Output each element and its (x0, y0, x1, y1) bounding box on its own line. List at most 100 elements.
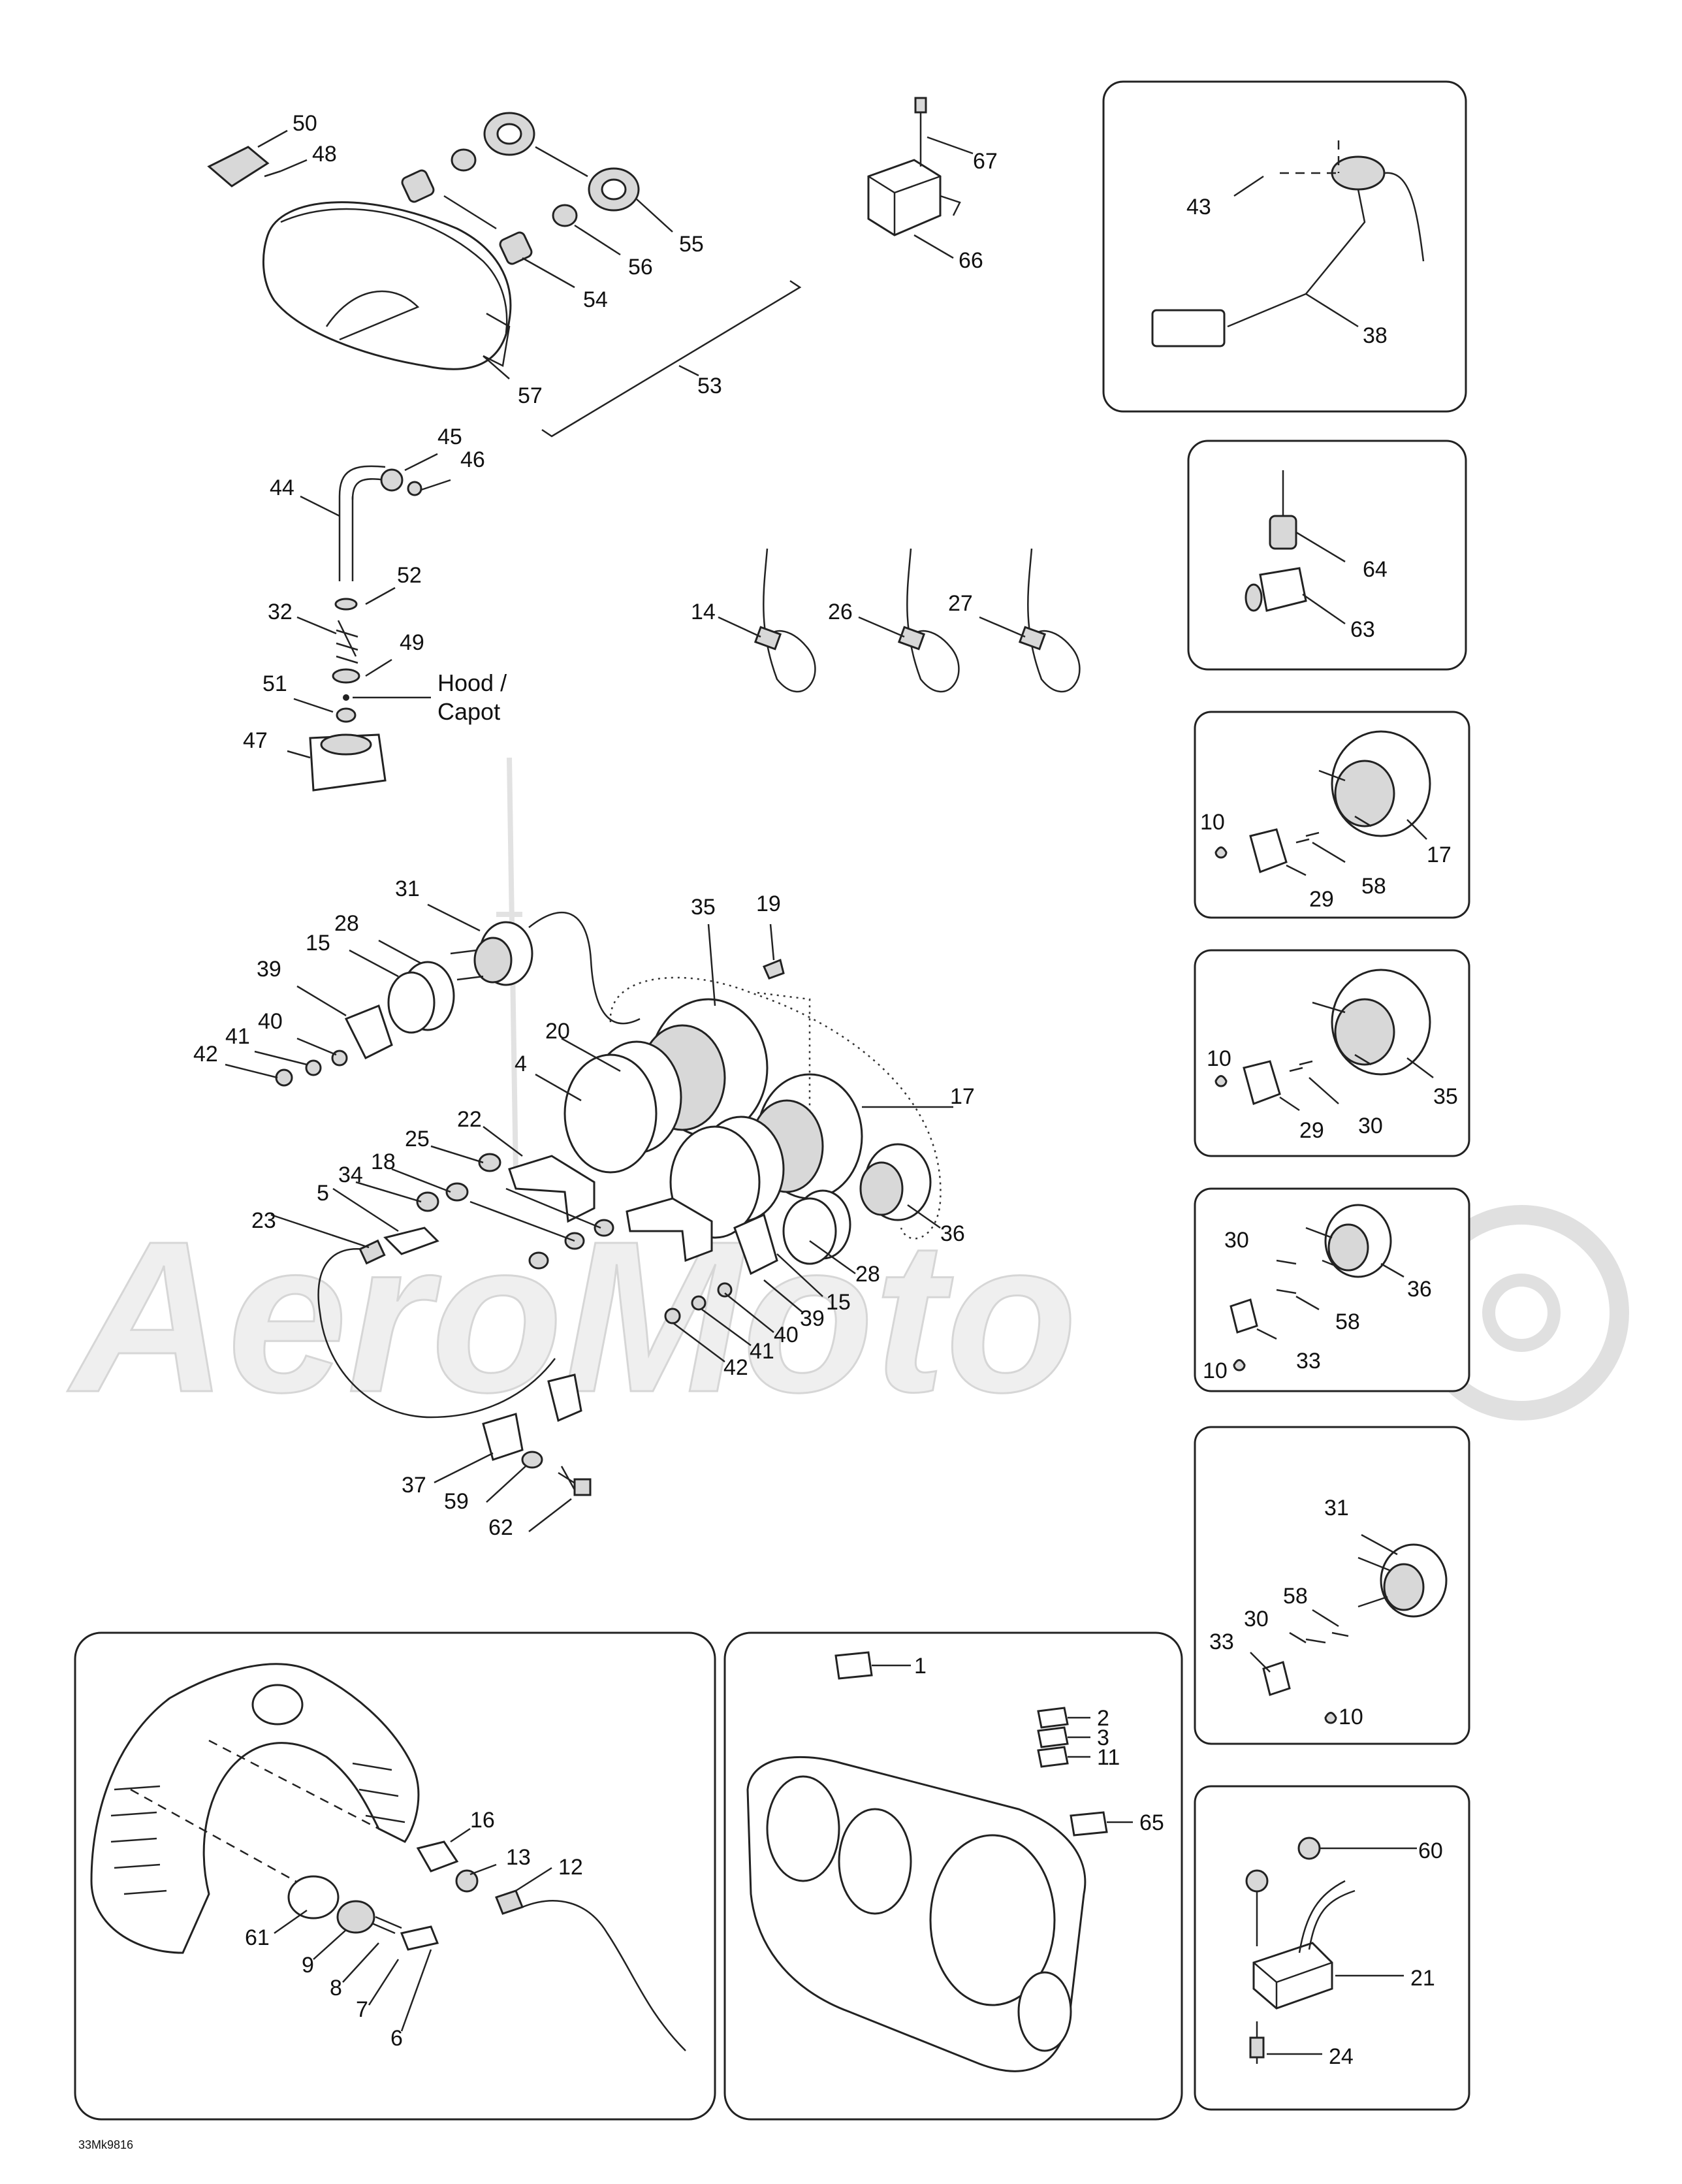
gauge-36-box (1194, 1187, 1470, 1392)
label-45: 45 (437, 425, 462, 449)
label-27: 27 (948, 591, 973, 616)
label-44: 44 (270, 475, 294, 500)
label-47: 47 (243, 728, 268, 753)
label-41b: 41 (750, 1339, 774, 1364)
label-36b: 36 (1407, 1277, 1432, 1302)
gauge-31-detail (1250, 1534, 1448, 1724)
label-22: 22 (457, 1107, 482, 1132)
label-10b: 10 (1207, 1046, 1231, 1071)
label-3: 3 (1097, 1726, 1109, 1750)
gauge-35-detail (1214, 969, 1434, 1112)
label-33a: 33 (1296, 1349, 1321, 1373)
label-20: 20 (545, 1019, 570, 1044)
hood-note-line1: Hood / (437, 669, 507, 696)
label-35b: 35 (1433, 1084, 1458, 1109)
label-28a: 28 (334, 911, 359, 936)
label-62: 62 (488, 1515, 513, 1540)
label-7: 7 (356, 1997, 368, 2022)
label-61: 61 (245, 1925, 270, 1950)
relay-assembly (867, 97, 974, 259)
label-40a: 40 (258, 1009, 283, 1034)
label-36a: 36 (940, 1221, 965, 1246)
hood-support (287, 453, 451, 792)
label-31a: 31 (395, 876, 420, 901)
label-58c: 58 (1283, 1584, 1308, 1609)
label-67: 67 (973, 149, 998, 174)
label-17a: 17 (950, 1084, 975, 1109)
hood-note-line2: Capot (437, 698, 500, 725)
label-57: 57 (518, 383, 543, 408)
label-24: 24 (1329, 2044, 1354, 2069)
fuel-sensor-box (1102, 80, 1467, 413)
label-10a: 10 (1200, 810, 1225, 835)
label-64: 64 (1363, 557, 1388, 582)
label-5: 5 (317, 1181, 329, 1206)
label-29b: 29 (1299, 1118, 1324, 1143)
label-66: 66 (959, 248, 983, 273)
label-18: 18 (371, 1149, 396, 1174)
label-31b: 31 (1324, 1496, 1349, 1520)
callout-labels: 50 48 55 56 54 57 53 67 66 43 38 64 63 4… (78, 111, 1458, 2151)
regulator-box (1194, 1785, 1470, 2111)
label-10c: 10 (1203, 1358, 1228, 1383)
label-8: 8 (330, 1976, 342, 2000)
gauge-35-box (1194, 949, 1470, 1157)
label-4: 4 (515, 1052, 527, 1076)
diagram-code: 33Mk9816 (78, 2138, 133, 2151)
label-30a: 30 (1358, 1114, 1383, 1138)
label-19: 19 (756, 891, 781, 916)
label-1: 1 (914, 1654, 927, 1678)
label-39a: 39 (257, 957, 281, 982)
label-26: 26 (828, 600, 853, 624)
label-15b: 15 (826, 1290, 851, 1315)
label-56: 56 (628, 255, 653, 280)
label-16: 16 (470, 1808, 495, 1833)
gauge-36-detail (1230, 1204, 1404, 1372)
label-30c: 30 (1244, 1607, 1269, 1631)
label-55: 55 (679, 232, 704, 257)
label-41a: 41 (225, 1024, 250, 1049)
tie-straps (718, 548, 1081, 693)
label-60: 60 (1418, 1839, 1443, 1863)
label-14: 14 (691, 600, 716, 624)
label-49: 49 (400, 630, 424, 655)
label-63: 63 (1350, 617, 1375, 642)
label-12: 12 (558, 1855, 583, 1880)
label-50: 50 (293, 111, 317, 136)
label-35a: 35 (691, 895, 716, 920)
label-42b: 42 (723, 1355, 748, 1380)
label-28b: 28 (855, 1262, 880, 1287)
label-51: 51 (262, 671, 287, 696)
label-32: 32 (268, 600, 293, 624)
label-13: 13 (506, 1845, 531, 1870)
headlight-assembly (207, 112, 802, 438)
label-43: 43 (1186, 195, 1211, 219)
label-17b: 17 (1427, 843, 1452, 867)
label-10d: 10 (1339, 1705, 1363, 1729)
label-53: 53 (697, 374, 722, 398)
label-21: 21 (1410, 1966, 1435, 1991)
label-59: 59 (444, 1489, 469, 1514)
gauges-exploded-view (225, 903, 953, 1362)
dash-panel (746, 1651, 1133, 2072)
label-30b: 30 (1224, 1228, 1249, 1253)
label-52: 52 (397, 563, 422, 588)
label-38: 38 (1363, 323, 1388, 348)
label-11: 11 (1097, 1745, 1120, 1770)
label-37: 37 (402, 1473, 426, 1498)
voltage-regulator (1245, 1837, 1417, 2064)
label-33b: 33 (1209, 1630, 1234, 1654)
label-48: 48 (312, 142, 337, 167)
label-39b: 39 (800, 1306, 825, 1331)
label-2: 2 (1097, 1706, 1109, 1731)
valve-assembly (1245, 470, 1346, 625)
label-34: 34 (338, 1163, 363, 1187)
label-58a: 58 (1361, 874, 1386, 899)
valve-box (1187, 440, 1467, 671)
label-58b: 58 (1335, 1309, 1360, 1334)
gauge-17-detail (1214, 730, 1431, 876)
fuel-sensor (1151, 140, 1425, 347)
label-54: 54 (583, 287, 608, 312)
label-23: 23 (251, 1208, 276, 1233)
